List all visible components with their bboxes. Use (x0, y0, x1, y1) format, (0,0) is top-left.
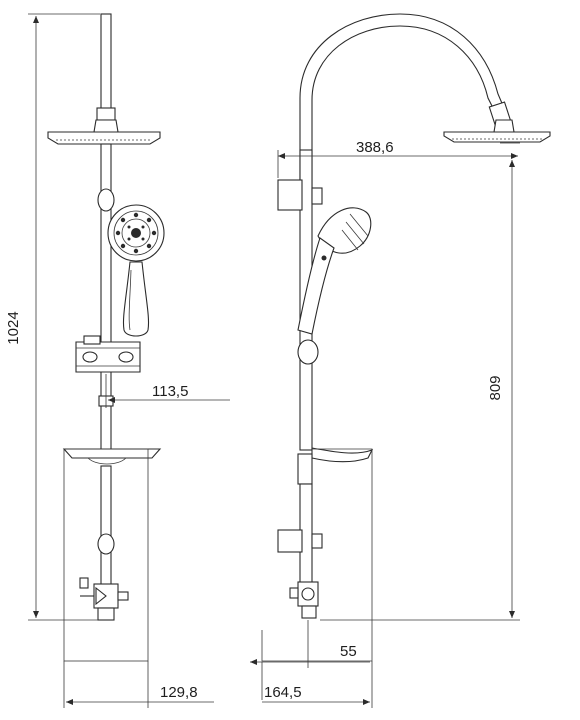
dimension-lines (28, 13, 520, 708)
front-upper-holder (97, 188, 115, 212)
side-hand-shower-handle (297, 237, 335, 335)
front-slider-block (75, 341, 141, 373)
side-gooseneck-inner (311, 25, 495, 194)
dim-label-total-height: 1024 (5, 311, 22, 344)
side-view (261, 13, 551, 700)
hand-shower-handle (122, 261, 150, 337)
side-lower-bracket (277, 529, 303, 553)
dim-label-front-depth: 129,8 (160, 684, 198, 701)
front-upper-arm (100, 13, 112, 115)
dim-label-rail-height: 809 (487, 375, 504, 400)
front-arm-connector (96, 107, 116, 121)
front-overhead-head (47, 131, 161, 145)
front-wall-box (63, 448, 149, 662)
side-overhead-head (443, 131, 551, 143)
dim-label-slide-offset: 113,5 (152, 383, 188, 400)
front-head-mount (93, 119, 119, 133)
hand-shower-nozzles (115, 212, 157, 254)
side-hand-shower-head (317, 207, 372, 254)
side-diverter (289, 581, 319, 619)
side-gooseneck-outer (299, 13, 505, 194)
front-view (47, 13, 165, 662)
front-lower-holder (97, 533, 115, 555)
side-wall-box (261, 448, 373, 662)
side-upper-bracket (277, 179, 303, 211)
side-slider (297, 339, 319, 365)
dim-label-overhead-reach: 388,6 (356, 139, 394, 156)
front-soap-dish (62, 448, 162, 459)
side-soap-dish (311, 447, 374, 463)
front-diverter (79, 577, 129, 621)
dim-label-wall-offset: 55 (340, 643, 357, 660)
dim-label-side-depth: 164,5 (264, 684, 302, 701)
